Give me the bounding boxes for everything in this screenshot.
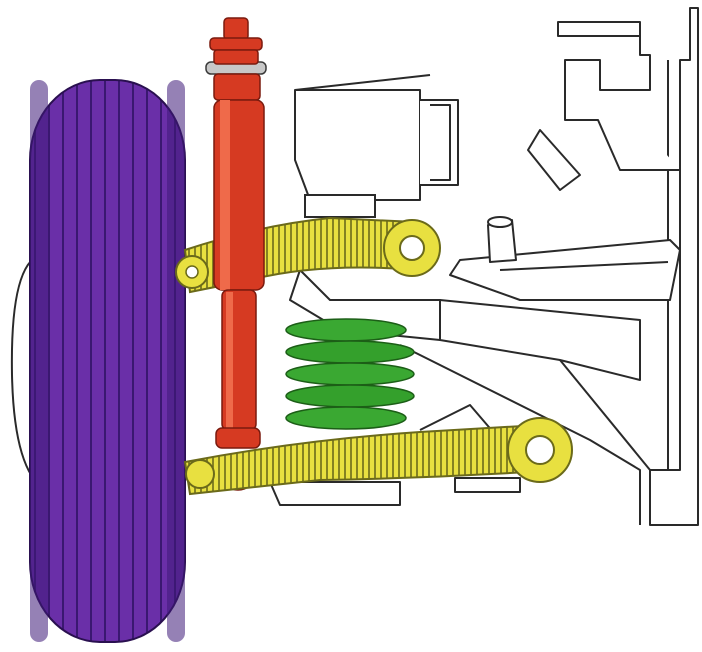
shock-absorber <box>205 17 267 491</box>
lower-control-arm <box>183 417 573 496</box>
coil-spring <box>285 318 415 430</box>
wheel-tire <box>10 79 186 643</box>
